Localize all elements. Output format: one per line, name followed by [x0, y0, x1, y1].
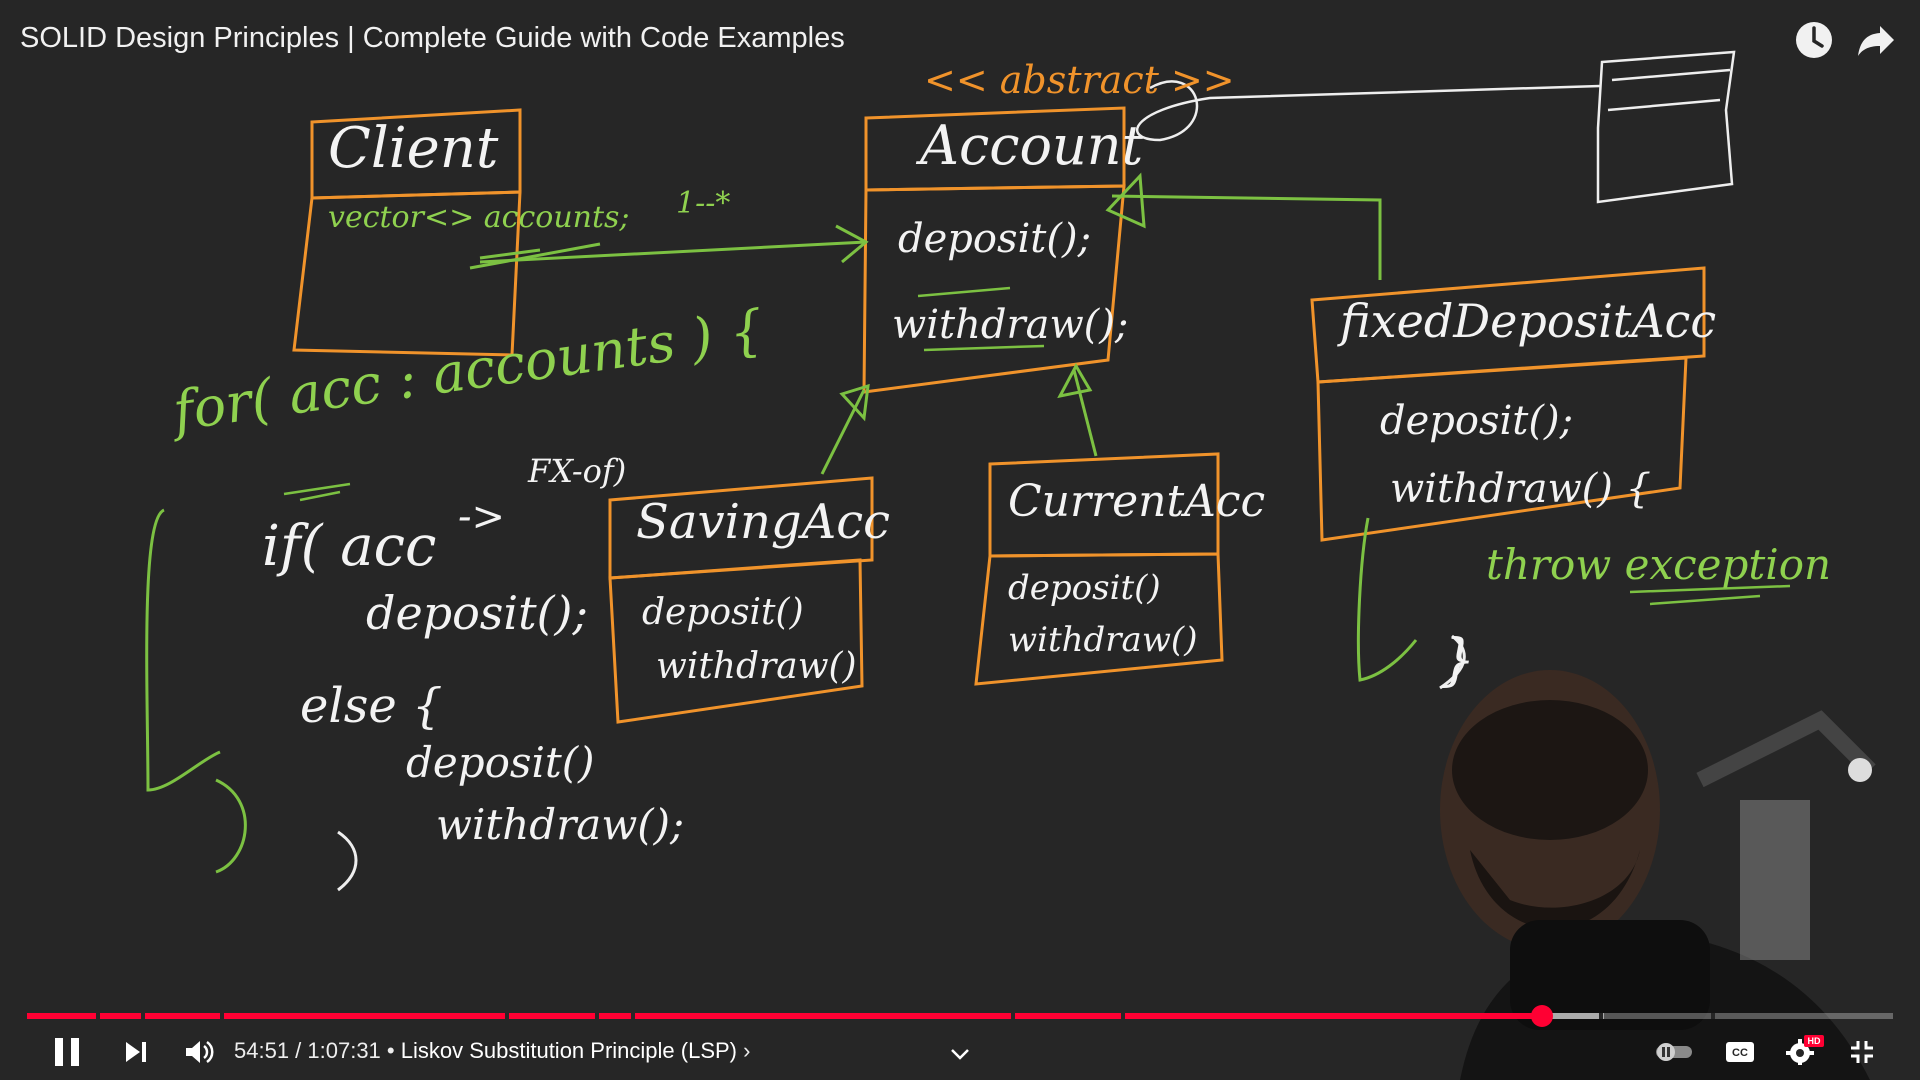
chapter-divider	[1711, 1013, 1715, 1019]
chapter-divider	[220, 1013, 224, 1019]
settings-button[interactable]: HD	[1782, 1028, 1826, 1072]
code-deposit: deposit();	[366, 586, 589, 640]
captions-button[interactable]: CC	[1720, 1030, 1760, 1074]
progress-bar[interactable]	[27, 1005, 1893, 1027]
chapter-divider	[1011, 1013, 1015, 1019]
client-field: vector<> accounts;	[328, 200, 630, 235]
chevron-down-icon	[951, 1049, 969, 1060]
chapter-divider	[96, 1013, 100, 1019]
progress-scrubber[interactable]	[1531, 1005, 1554, 1027]
fixed-throw-text: throw exception	[1486, 540, 1832, 589]
code-annotation: FX-of)	[528, 452, 627, 490]
code-deposit2: deposit()	[406, 738, 595, 787]
chapter-divider	[505, 1013, 509, 1019]
hd-badge: HD	[1808, 1036, 1821, 1046]
client-class-box	[292, 108, 522, 357]
captions-icon: CC	[1726, 1042, 1754, 1062]
volume-icon	[186, 1040, 214, 1064]
fixed-class-title: fixedDepositAcc	[1340, 294, 1717, 348]
code-arrow: ->	[458, 494, 506, 540]
pause-icon	[55, 1038, 79, 1066]
chapter-divider	[1599, 1013, 1603, 1019]
current-class-title: CurrentAcc	[1008, 476, 1266, 527]
exit-fullscreen-icon	[1851, 1041, 1873, 1063]
exit-fullscreen-button[interactable]	[1842, 1030, 1882, 1074]
chapter-divider	[1121, 1013, 1125, 1019]
chapter-title[interactable]: Liskov Substitution Principle (LSP)	[400, 1038, 737, 1063]
chapter-divider	[595, 1013, 599, 1019]
chapter-arrow-icon[interactable]: ›	[743, 1038, 751, 1063]
chapter-divider	[141, 1013, 145, 1019]
code-if-line: if( acc	[262, 514, 437, 579]
time-display: 54:51 / 1:07:31	[234, 1038, 381, 1063]
expand-button[interactable]	[942, 1032, 978, 1076]
saving-method-withdraw: withdraw()	[656, 646, 857, 687]
fixed-class-box	[1310, 266, 1706, 542]
presenter-video	[1440, 670, 1876, 1080]
current-method-deposit: deposit()	[1008, 568, 1161, 608]
code-else: else {	[300, 678, 443, 734]
fixed-method-deposit: deposit();	[1380, 398, 1574, 444]
current-method-withdraw: withdraw()	[1008, 620, 1198, 660]
chapter-divider	[631, 1013, 635, 1019]
fixed-close-brace: }	[1440, 628, 1476, 693]
clock-icon[interactable]	[1792, 18, 1836, 62]
progress-played	[27, 1013, 1543, 1019]
svg-text:CC: CC	[1732, 1047, 1748, 1059]
account-class-title: Account	[920, 114, 1144, 177]
autoplay-toggle-icon	[1656, 1043, 1692, 1061]
fixed-method-withdraw: withdraw() {	[1390, 466, 1652, 512]
underlines	[283, 286, 1791, 606]
code-withdraw2: withdraw();	[436, 800, 685, 849]
volume-button[interactable]	[178, 1030, 222, 1074]
relationship-arrows	[145, 172, 1418, 874]
account-method-deposit: deposit();	[898, 216, 1092, 262]
account-stereotype: << abstract >>	[924, 58, 1235, 102]
skip-next-icon	[126, 1042, 146, 1062]
code-brackets	[337, 634, 1466, 892]
time-and-chapter: 54:51 / 1:07:31 • Liskov Substitution Pr…	[234, 1038, 750, 1064]
document-sketch	[1135, 50, 1736, 204]
client-multiplicity: 1--*	[676, 186, 731, 221]
account-class-box	[862, 106, 1126, 394]
autoplay-toggle[interactable]	[1650, 1030, 1700, 1074]
time-separator: •	[380, 1038, 401, 1063]
account-method-withdraw: withdraw();	[892, 302, 1129, 348]
next-button[interactable]	[116, 1030, 156, 1074]
saving-class-box	[608, 476, 874, 724]
gear-icon: HD	[1786, 1035, 1824, 1065]
pause-button[interactable]	[46, 1030, 88, 1074]
saving-method-deposit: deposit()	[642, 592, 804, 633]
saving-class-title: SavingAcc	[636, 494, 891, 550]
current-class-box	[974, 452, 1224, 686]
video-title[interactable]: SOLID Design Principles | Complete Guide…	[20, 22, 845, 54]
client-class-title: Client	[328, 116, 499, 181]
share-arrow-icon[interactable]	[1854, 18, 1898, 62]
